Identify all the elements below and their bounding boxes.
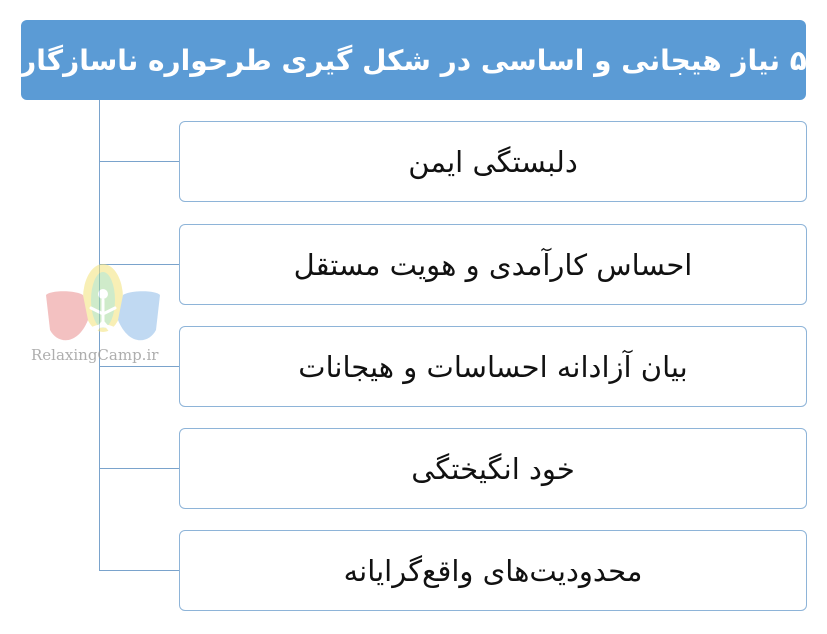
diagram-title-box: ۵ نیاز هیجانی و اساسی در شکل گیری طرحوار… bbox=[20, 20, 807, 100]
need-label: دلبستگی ایمن bbox=[408, 144, 578, 179]
need-box-free-expression: بیان آزادانه احساسات و هیجانات bbox=[179, 326, 807, 407]
need-box-autonomy-identity: احساس کارآمدی و هویت مستقل bbox=[179, 224, 807, 305]
connector-branch-4 bbox=[99, 468, 180, 469]
need-box-secure-attachment: دلبستگی ایمن bbox=[179, 121, 807, 202]
need-box-spontaneity: خود انگیختگی bbox=[179, 428, 807, 509]
connector-branch-3 bbox=[99, 366, 180, 367]
diagram-title: ۵ نیاز هیجانی و اساسی در شکل گیری طرحوار… bbox=[20, 43, 807, 77]
connector-trunk bbox=[99, 100, 100, 571]
watermark-text: RelaxingCamp.ir bbox=[31, 346, 159, 364]
need-label: بیان آزادانه احساسات و هیجانات bbox=[298, 349, 688, 384]
need-label: خود انگیختگی bbox=[411, 451, 575, 486]
need-label: محدودیت‌های واقع‌گرایانه bbox=[343, 553, 643, 588]
meditation-logo-icon bbox=[46, 264, 160, 341]
connector-branch-2 bbox=[99, 264, 180, 265]
need-box-realistic-limits: محدودیت‌های واقع‌گرایانه bbox=[179, 530, 807, 611]
connector-branch-1 bbox=[99, 161, 180, 162]
need-label: احساس کارآمدی و هویت مستقل bbox=[293, 247, 693, 282]
connector-branch-5 bbox=[99, 570, 180, 571]
